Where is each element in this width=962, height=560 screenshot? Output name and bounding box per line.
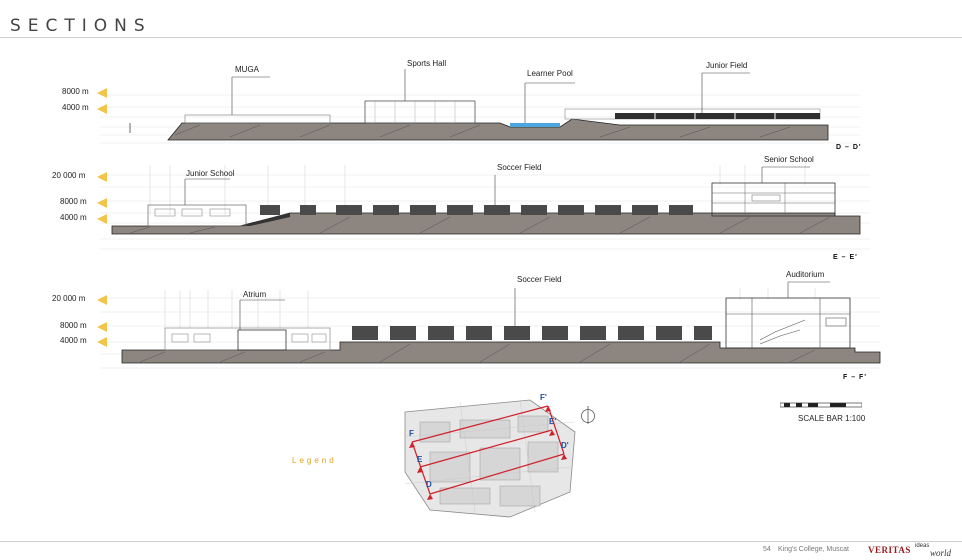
level-label: 8000 m — [62, 87, 89, 96]
legend-label: Legend — [292, 456, 337, 465]
section-f: 20 000 m 8000 m 4000 m Atrium Soccer Fie… — [0, 270, 962, 390]
key-marker: E — [417, 455, 423, 464]
level-arrow-icon — [97, 337, 107, 347]
level-label: 20 000 m — [52, 171, 86, 180]
partner-logo-bottom: world — [930, 548, 952, 558]
section-label: Learner Pool — [527, 69, 573, 78]
partner-logo-top: ideas — [915, 543, 930, 549]
level-arrow-icon — [97, 214, 107, 224]
section-label: Soccer Field — [517, 275, 562, 284]
section-d-drawing — [100, 69, 860, 144]
section-label: MUGA — [235, 65, 259, 74]
level-arrow-icon — [97, 198, 107, 208]
scale-bar-icon — [780, 402, 862, 408]
north-arrow-icon — [581, 406, 595, 424]
section-label: Senior School — [764, 155, 814, 164]
level-label: 4000 m — [62, 103, 89, 112]
key-marker: E' — [549, 417, 557, 426]
key-marker: D — [426, 480, 432, 489]
level-arrow-icon — [97, 88, 107, 98]
level-arrow-icon — [97, 104, 107, 114]
section-label: Atrium — [243, 290, 267, 299]
key-marker: F — [409, 429, 414, 438]
section-label: Sports Hall — [407, 59, 447, 68]
level-arrow-icon — [97, 295, 107, 305]
section-label: Soccer Field — [497, 163, 542, 172]
key-marker: D' — [561, 441, 569, 450]
section-code: E – E' — [833, 254, 858, 261]
level-arrow-icon — [97, 172, 107, 182]
scale-bar-label: SCALE BAR 1:100 — [798, 414, 866, 423]
page-number: 54 — [763, 546, 771, 553]
footer-school: King's College, Muscat — [778, 546, 849, 553]
section-d: 8000 m 4000 m MUGA Sports Hall Learner P… — [0, 55, 962, 155]
section-e-drawing — [100, 165, 870, 250]
title-divider — [0, 37, 962, 38]
key-plan — [404, 399, 576, 518]
section-label: Auditorium — [786, 270, 825, 279]
level-label: 4000 m — [60, 213, 87, 222]
level-label: 8000 m — [60, 321, 87, 330]
level-label: 20 000 m — [52, 294, 86, 303]
section-e: 20 000 m 8000 m 4000 m Junior School Soc… — [0, 155, 962, 267]
footer-divider — [0, 541, 962, 542]
section-f-drawing — [100, 281, 881, 369]
section-label: Junior Field — [706, 61, 748, 70]
section-code: D – D' — [836, 144, 862, 151]
level-arrow-icon — [97, 322, 107, 332]
section-code: F – F' — [843, 374, 867, 381]
page-title: SECTIONS — [10, 16, 152, 36]
section-label: Junior School — [186, 169, 235, 178]
key-marker: F' — [540, 393, 547, 402]
level-label: 8000 m — [60, 197, 87, 206]
veritas-logo: VERITAS — [868, 545, 911, 555]
level-label: 4000 m — [60, 336, 87, 345]
